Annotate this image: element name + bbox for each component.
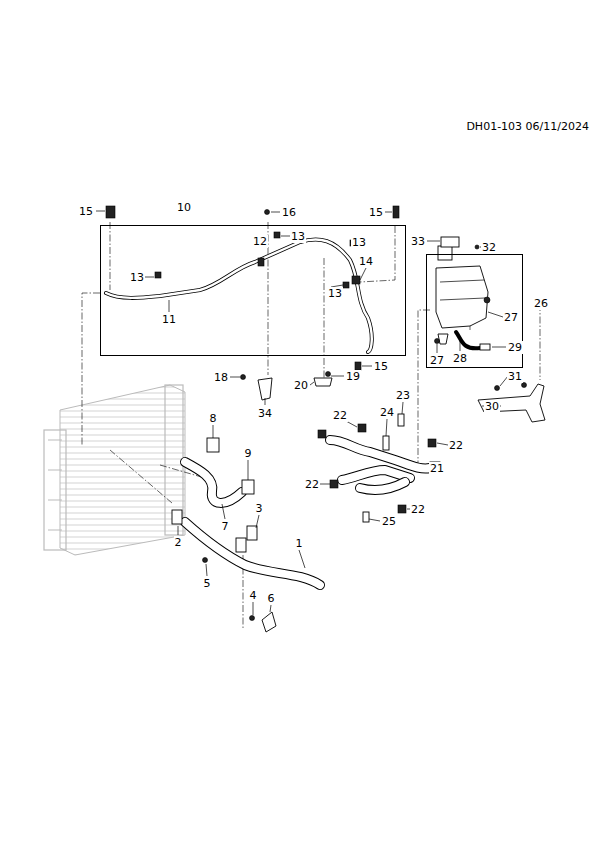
drawing-id: DH01-103 06/11/2024 xyxy=(465,120,590,133)
callout-number: 29 xyxy=(507,341,523,354)
callout-number: 8 xyxy=(209,412,218,425)
callout-number: 3 xyxy=(255,502,264,515)
callout-number: 19 xyxy=(345,370,361,383)
callout-number: 32 xyxy=(481,241,497,254)
callout-number: 1 xyxy=(295,537,304,550)
callout-number: 10 xyxy=(176,201,192,214)
callout-number: 20 xyxy=(293,379,309,392)
callout-number: 31 xyxy=(507,370,523,383)
callout-number: 28 xyxy=(452,352,468,365)
callout-number: 33 xyxy=(410,235,426,248)
callout-number: 6 xyxy=(267,592,276,605)
callout-number: 22 xyxy=(448,439,464,452)
callout-number: 25 xyxy=(381,515,397,528)
callout-number: 30 xyxy=(484,400,500,413)
expansion-tank xyxy=(435,246,491,350)
callout-number: 7 xyxy=(221,520,230,533)
callout-number: 22 xyxy=(332,409,348,422)
callout-number: 14 xyxy=(358,255,374,268)
callout-number: 5 xyxy=(203,577,212,590)
callout-number: 22 xyxy=(410,503,426,516)
callout-number: 27 xyxy=(429,354,445,367)
callout-number: 27 xyxy=(503,311,519,324)
callout-number: 4 xyxy=(249,589,258,602)
callout-number: 24 xyxy=(379,406,395,419)
callout-number: 26 xyxy=(533,297,549,310)
callout-number: 15 xyxy=(373,360,389,373)
callout-number: 23 xyxy=(395,389,411,402)
callout-number: 13 xyxy=(327,287,343,300)
callout-number: 13 xyxy=(129,271,145,284)
callout-number: 13 xyxy=(290,230,306,243)
callout-number: 2 xyxy=(174,536,183,549)
callout-number: 18 xyxy=(213,371,229,384)
callout-number: 22 xyxy=(304,478,320,491)
callout-number: 21 xyxy=(429,462,445,475)
hose xyxy=(106,239,430,585)
callout-number: 9 xyxy=(244,447,253,460)
fastener xyxy=(106,206,527,632)
callout-number: 11 xyxy=(161,313,177,326)
callout-number: 34 xyxy=(257,407,273,420)
callout-number: 15 xyxy=(78,205,94,218)
clamp xyxy=(172,414,440,552)
callout-number: 16 xyxy=(281,206,297,219)
callout-number: 15 xyxy=(368,206,384,219)
radiator xyxy=(44,385,185,555)
callout-number: 12 xyxy=(252,235,268,248)
bracket xyxy=(478,384,545,422)
callout-number: 13 xyxy=(351,236,367,249)
